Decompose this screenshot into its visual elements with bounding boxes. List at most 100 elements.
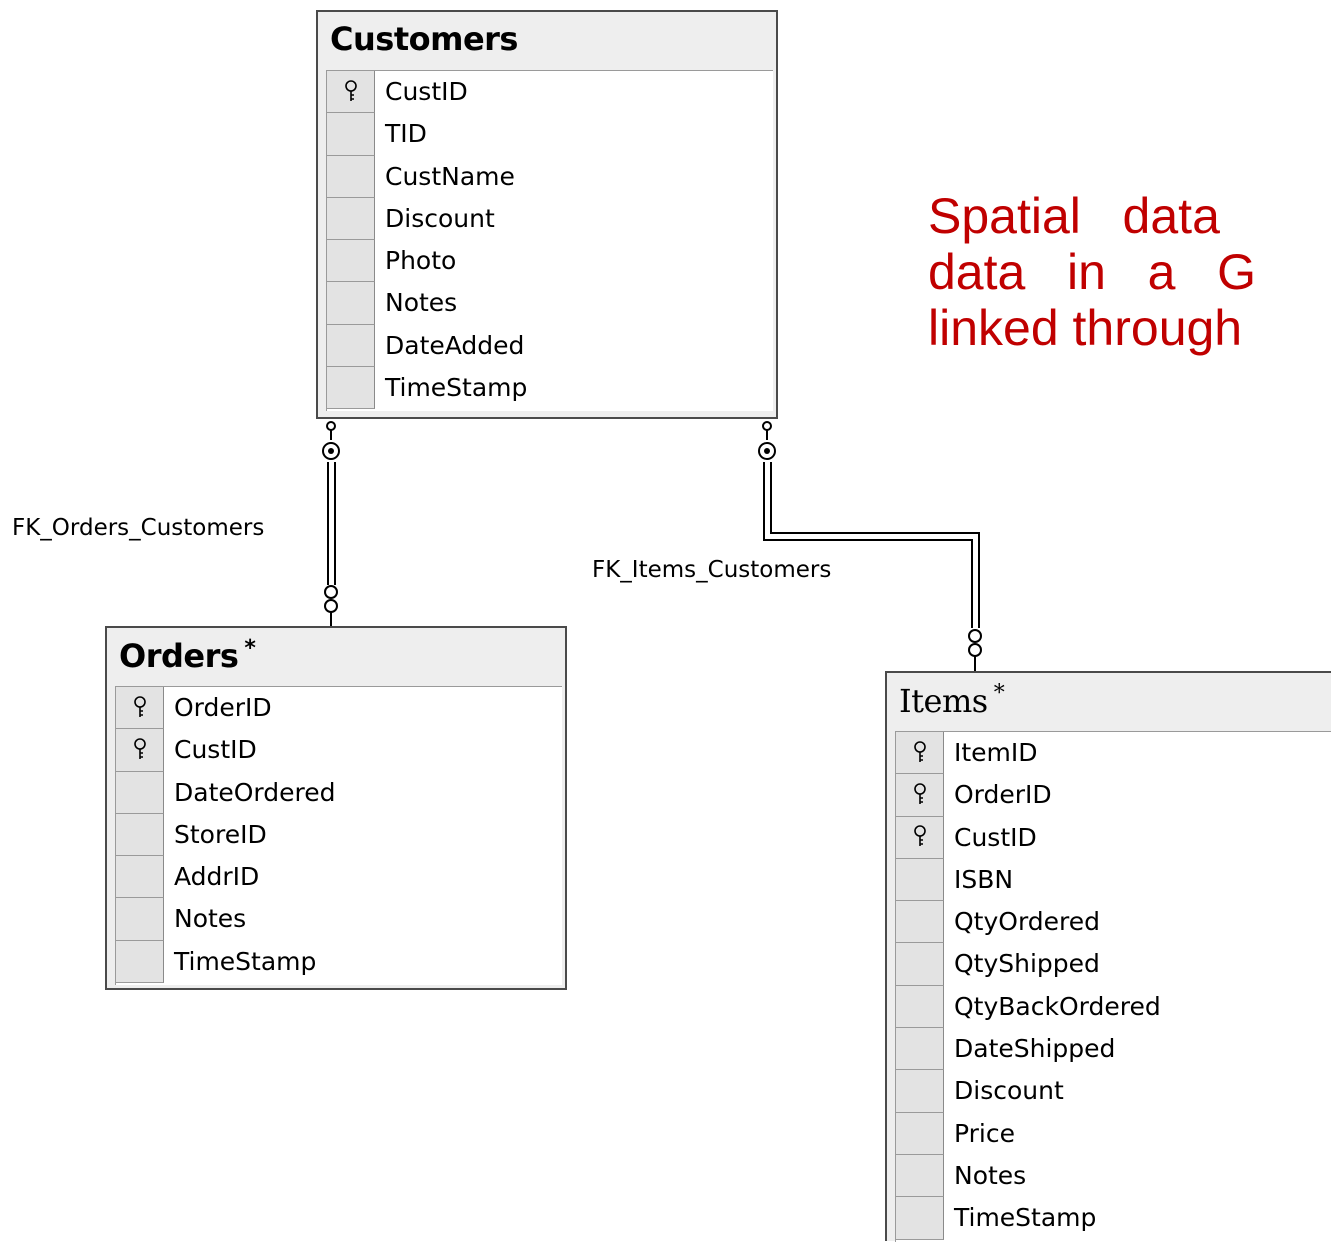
field-row[interactable]: CustID bbox=[327, 71, 773, 114]
row-selector[interactable] bbox=[896, 943, 944, 986]
primary-key-icon bbox=[132, 695, 148, 720]
fk-items-customers-line[interactable] bbox=[763, 462, 980, 628]
field-name: OrderID bbox=[174, 693, 272, 722]
field-row[interactable]: Notes bbox=[327, 282, 773, 325]
field-row[interactable]: Notes bbox=[116, 898, 562, 941]
field-name: Discount bbox=[954, 1076, 1064, 1106]
field-row[interactable]: DateAdded bbox=[327, 324, 773, 368]
field-name: TimeStamp bbox=[174, 946, 317, 976]
field-name: QtyOrdered bbox=[954, 907, 1101, 937]
field-name: Photo bbox=[385, 246, 457, 276]
customers-table-title: Customers bbox=[330, 20, 518, 58]
caption-text: Spatial data data in a G linked through bbox=[928, 188, 1331, 408]
field-name: DateAdded bbox=[385, 330, 525, 360]
row-selector[interactable] bbox=[327, 113, 375, 156]
field-row[interactable]: QtyBackOrdered bbox=[896, 985, 1331, 1029]
field-row[interactable]: Discount bbox=[327, 197, 773, 241]
field-row[interactable]: TimeStamp bbox=[327, 367, 773, 410]
fk-items-customers-label[interactable]: FK_Items_Customers bbox=[592, 557, 832, 583]
row-selector[interactable] bbox=[896, 1112, 944, 1155]
field-row[interactable]: CustName bbox=[327, 155, 773, 198]
field-name: QtyBackOrdered bbox=[954, 991, 1161, 1021]
caption-line: Spatial data bbox=[928, 188, 1220, 244]
field-row[interactable]: OrderID bbox=[116, 687, 562, 730]
row-selector[interactable] bbox=[896, 732, 944, 775]
field-row[interactable]: CustID bbox=[896, 816, 1331, 859]
row-selector[interactable] bbox=[896, 774, 944, 817]
field-row[interactable]: OrderID bbox=[896, 774, 1331, 817]
table-name: Items bbox=[899, 682, 988, 720]
row-selector[interactable] bbox=[116, 898, 164, 941]
row-selector[interactable] bbox=[116, 771, 164, 814]
field-row[interactable]: TimeStamp bbox=[116, 940, 562, 984]
one-end-key-icon bbox=[322, 421, 340, 460]
row-selector[interactable] bbox=[116, 940, 164, 984]
field-row[interactable]: Price bbox=[896, 1112, 1331, 1155]
row-selector[interactable] bbox=[896, 1197, 944, 1240]
field-row[interactable]: ItemID bbox=[896, 732, 1331, 775]
row-selector[interactable] bbox=[327, 197, 375, 241]
many-end-infinity-icon bbox=[968, 629, 982, 672]
orders-table-title: Orders* bbox=[119, 636, 256, 675]
field-name: CustID bbox=[385, 77, 468, 106]
row-selector[interactable] bbox=[327, 155, 375, 198]
field-name: Discount bbox=[385, 203, 495, 233]
items-table-title: Items* bbox=[899, 681, 1005, 720]
row-selector[interactable] bbox=[327, 240, 375, 283]
field-name: StoreID bbox=[174, 819, 267, 849]
field-row[interactable]: TID bbox=[327, 113, 773, 156]
row-selector[interactable] bbox=[327, 324, 375, 368]
row-selector[interactable] bbox=[896, 985, 944, 1029]
row-selector[interactable] bbox=[896, 1028, 944, 1071]
field-name: Price bbox=[954, 1118, 1015, 1148]
field-row[interactable]: TimeStamp bbox=[896, 1197, 1331, 1240]
primary-key-icon bbox=[912, 783, 928, 807]
row-selector[interactable] bbox=[116, 813, 164, 857]
field-row[interactable]: DateShipped bbox=[896, 1028, 1331, 1071]
field-name: OrderID bbox=[954, 780, 1052, 810]
field-row[interactable]: QtyOrdered bbox=[896, 901, 1331, 944]
field-row[interactable]: StoreID bbox=[116, 813, 562, 857]
primary-key-icon bbox=[132, 738, 148, 762]
row-selector[interactable] bbox=[896, 901, 944, 944]
field-row[interactable]: AddrID bbox=[116, 856, 562, 899]
row-selector[interactable] bbox=[327, 282, 375, 325]
field-name: Notes bbox=[954, 1160, 1027, 1190]
field-name: Notes bbox=[385, 288, 458, 318]
modified-marker: * bbox=[993, 681, 1005, 706]
table-name: Orders bbox=[119, 637, 239, 675]
field-name: TimeStamp bbox=[954, 1203, 1097, 1233]
field-row[interactable]: QtyShipped bbox=[896, 943, 1331, 986]
caption-line: linked through bbox=[928, 300, 1243, 356]
row-selector[interactable] bbox=[327, 71, 375, 114]
row-selector[interactable] bbox=[116, 856, 164, 899]
field-name: ISBN bbox=[954, 864, 1014, 894]
row-selector[interactable] bbox=[116, 687, 164, 730]
field-row[interactable]: CustID bbox=[116, 729, 562, 772]
row-selector[interactable] bbox=[116, 729, 164, 772]
items-table[interactable]: Items* ItemID OrderID CustID ISBN QtyOrdered… bbox=[885, 671, 1331, 1242]
field-row[interactable]: DateOrdered bbox=[116, 771, 562, 814]
fk-orders-customers-line[interactable] bbox=[327, 462, 336, 585]
field-row[interactable]: Discount bbox=[896, 1070, 1331, 1113]
field-name: CustName bbox=[385, 161, 515, 191]
field-row[interactable]: Notes bbox=[896, 1154, 1331, 1198]
field-name: Notes bbox=[174, 904, 247, 934]
field-row[interactable]: ISBN bbox=[896, 858, 1331, 902]
row-selector[interactable] bbox=[327, 367, 375, 410]
field-name: ItemID bbox=[954, 738, 1038, 767]
row-selector[interactable] bbox=[896, 1154, 944, 1198]
fk-orders-customers-label[interactable]: FK_Orders_Customers bbox=[12, 515, 265, 541]
row-selector[interactable] bbox=[896, 1070, 944, 1113]
field-row[interactable]: Photo bbox=[327, 240, 773, 283]
row-selector[interactable] bbox=[896, 816, 944, 859]
caption-line: data in a G bbox=[928, 244, 1256, 300]
field-name: CustID bbox=[174, 735, 257, 765]
modified-marker: * bbox=[244, 636, 256, 661]
row-selector[interactable] bbox=[896, 858, 944, 902]
